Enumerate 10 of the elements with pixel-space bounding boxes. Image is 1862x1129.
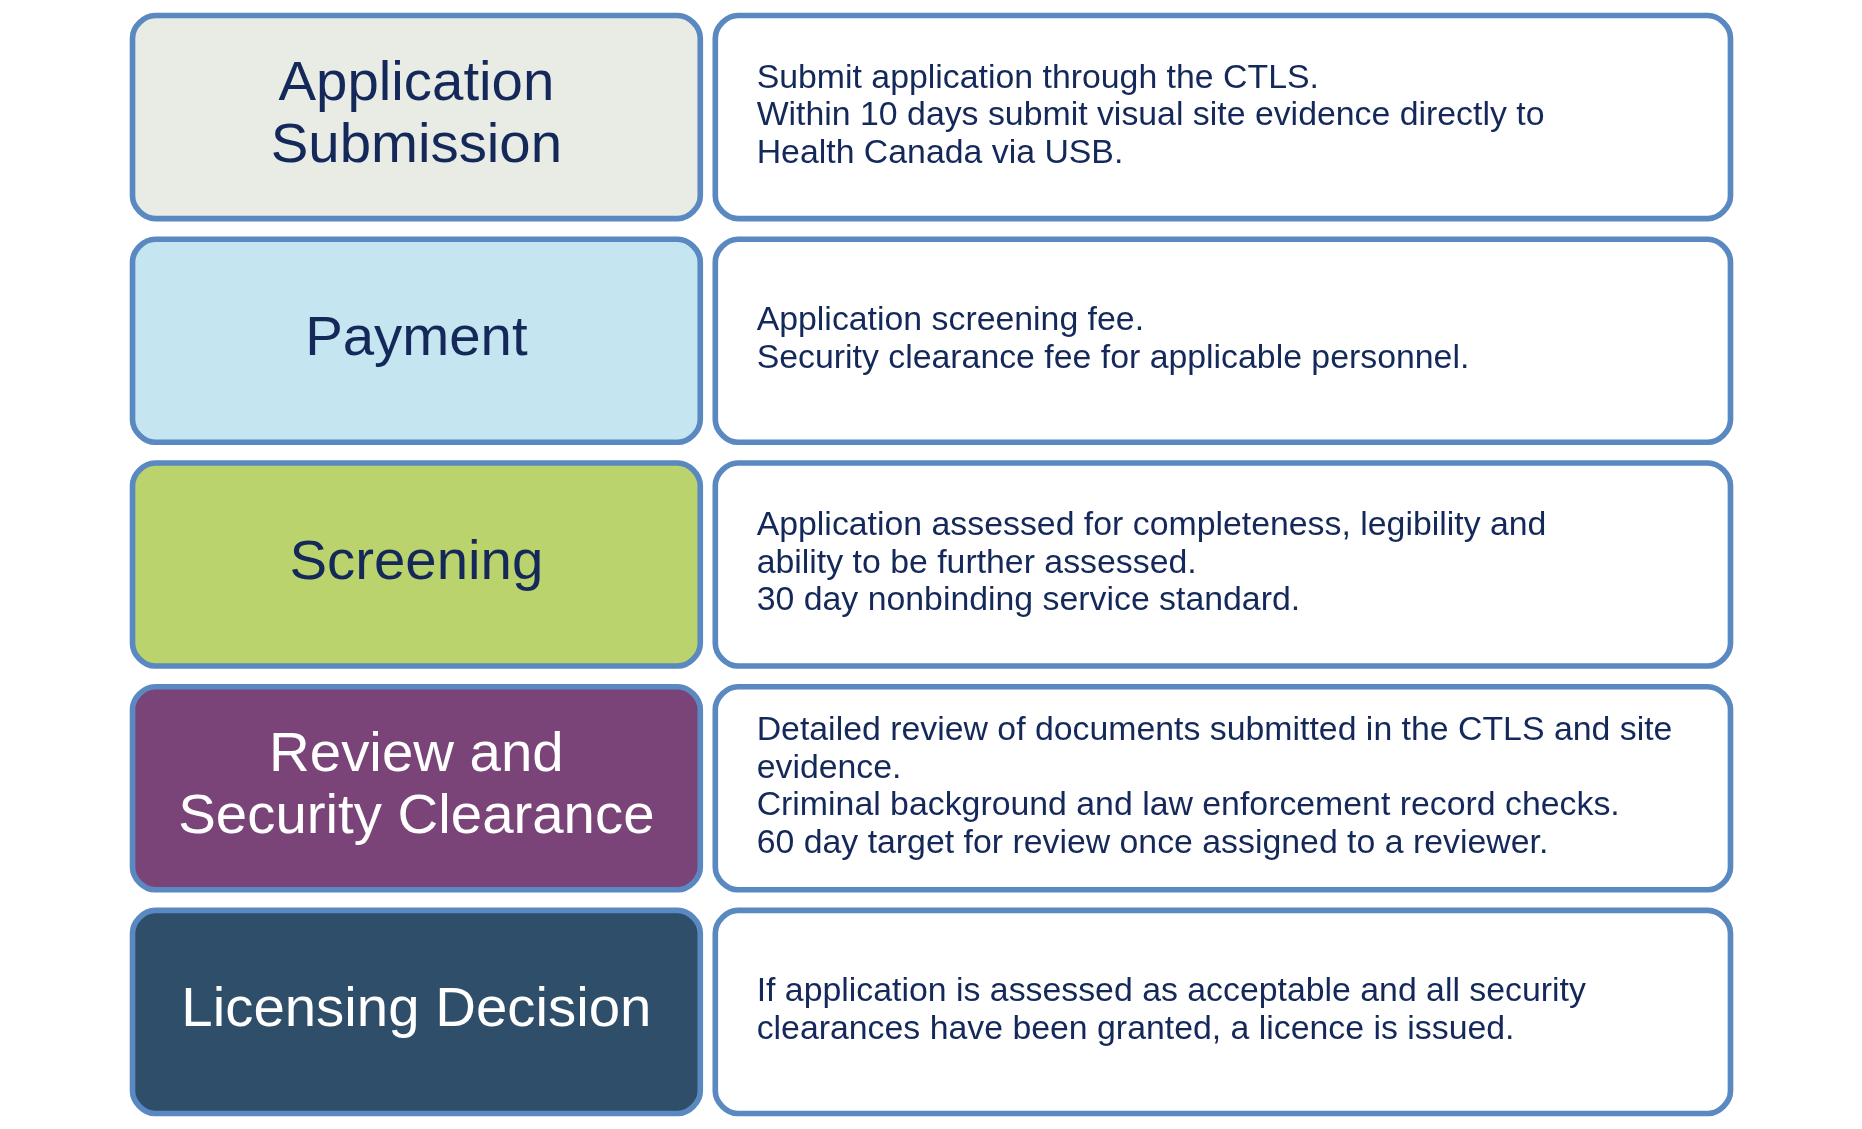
node-box: Submit application through the CTLS. Within 10 days submit visual site evidence directly to Health Canada via USB. — [712, 12, 1733, 222]
node-box: Licensing Decision — [129, 907, 703, 1117]
node-box: Screening — [129, 460, 703, 669]
node-box: If application is assessed as acceptable and all security clearances have been granted, a licence is issued. — [712, 907, 1733, 1117]
node-box: Detailed review of documents submitted in the CTLS and site evidence. Criminal background and law enforcement record checks. 60 day target for review once assigned to a reviewer. — [712, 683, 1733, 893]
node-box: Payment — [129, 236, 703, 446]
node-box: Application assessed for completeness, legibility and ability to be further assessed. 30 day nonbinding service standard. — [712, 460, 1733, 669]
node-box: Review and Security Clearance — [129, 683, 703, 893]
node-box: Application Submission — [129, 12, 703, 222]
node-box: Application screening fee. Security clearance fee for applicable personnel. — [712, 236, 1733, 446]
